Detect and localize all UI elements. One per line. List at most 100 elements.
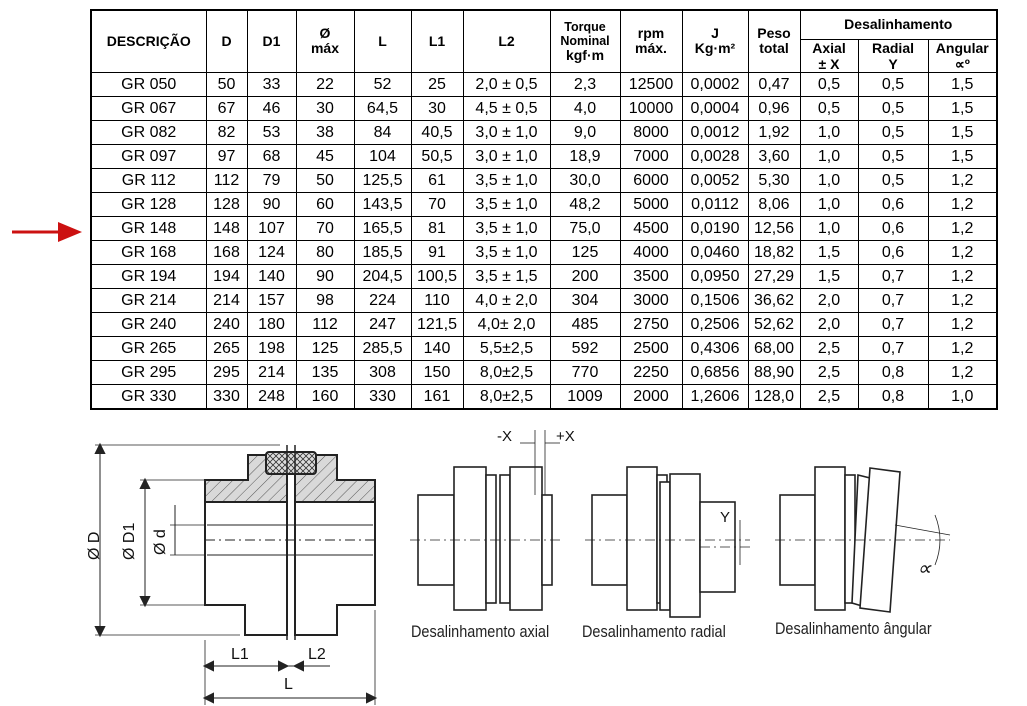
header-radial-line2: Y xyxy=(888,55,898,72)
header-l: L xyxy=(353,9,412,73)
header-diameter-symbol: Ø xyxy=(319,25,331,42)
header-descricao: DESCRIÇÃO xyxy=(90,9,207,73)
table-cell: 185,5 xyxy=(353,239,412,265)
table-cell: 6000 xyxy=(619,167,683,193)
table-cell: 30 xyxy=(410,95,464,121)
table-cell: GR 128 xyxy=(90,191,207,217)
table-cell: 1,2 xyxy=(927,263,998,289)
table-cell: 1,0 xyxy=(927,383,998,409)
table-cell: 0,6856 xyxy=(681,359,749,385)
table-cell: 98 xyxy=(295,287,355,313)
angular-misalignment-diagram xyxy=(775,466,951,613)
table-cell: 52 xyxy=(353,71,412,97)
table-cell: 161 xyxy=(410,383,464,409)
table-cell: 36,62 xyxy=(747,287,801,313)
header-torque-unit: kgf·m xyxy=(565,47,605,64)
table-cell: 97 xyxy=(205,143,248,169)
table-cell: 1,2 xyxy=(927,215,998,241)
header-axial-line2: ± X xyxy=(818,55,840,72)
table-cell: 0,0002 xyxy=(681,71,749,97)
table-cell: GR 295 xyxy=(90,359,207,385)
table-cell: 84 xyxy=(353,119,412,145)
table-cell: 180 xyxy=(246,311,297,337)
table-cell: 104 xyxy=(353,143,412,169)
header-rpm: rpm máx. xyxy=(619,9,683,73)
table-cell: 45 xyxy=(295,143,355,169)
table-cell: 3,5 ± 1,5 xyxy=(462,263,551,289)
table-cell: 0,0460 xyxy=(681,239,749,265)
table-cell: GR 265 xyxy=(90,335,207,361)
coupling-section-view xyxy=(94,442,378,705)
table-cell: 0,4306 xyxy=(681,335,749,361)
table-cell: 46 xyxy=(246,95,297,121)
table-cell: 60 xyxy=(295,191,355,217)
header-peso: Peso total xyxy=(747,9,801,73)
table-cell: 4500 xyxy=(619,215,683,241)
table-cell: 91 xyxy=(410,239,464,265)
table-cell: GR 214 xyxy=(90,287,207,313)
table-cell: 0,5 xyxy=(857,167,929,193)
header-axial-line1: Axial xyxy=(812,39,846,56)
dim-l2-label: L2 xyxy=(308,646,326,663)
table-cell: 0,0052 xyxy=(681,167,749,193)
table-cell: 240 xyxy=(205,311,248,337)
table-cell: 770 xyxy=(549,359,621,385)
table-cell: 90 xyxy=(295,263,355,289)
table-cell: 25 xyxy=(410,71,464,97)
table-cell: 5,30 xyxy=(747,167,801,193)
table-cell: 53 xyxy=(246,119,297,145)
table-cell: GR 168 xyxy=(90,239,207,265)
table-cell: 485 xyxy=(549,311,621,337)
axial-misalignment-diagram xyxy=(410,430,560,611)
table-cell: 2,0 xyxy=(799,287,859,313)
table-cell: 0,7 xyxy=(857,263,929,289)
table-cell: 9,0 xyxy=(549,119,621,145)
header-angular: Angular ∝º xyxy=(927,38,998,73)
table-cell: 330 xyxy=(205,383,248,409)
table-cell: GR 330 xyxy=(90,383,207,409)
header-torque-line1: Torque xyxy=(564,20,606,35)
header-rpm-line1: rpm xyxy=(637,25,665,42)
table-cell: 100,5 xyxy=(410,263,464,289)
table-cell: 0,0004 xyxy=(681,95,749,121)
table-cell: 27,29 xyxy=(747,263,801,289)
table-cell: 4,0 xyxy=(549,95,621,121)
table-cell: 1,2 xyxy=(927,239,998,265)
table-cell: 248 xyxy=(246,383,297,409)
table-cell: 1,92 xyxy=(747,119,801,145)
table-cell: 140 xyxy=(410,335,464,361)
table-cell: 3500 xyxy=(619,263,683,289)
table-cell: 1,5 xyxy=(799,263,859,289)
table-cell: 2000 xyxy=(619,383,683,409)
dim-l1-label: L1 xyxy=(231,646,249,663)
table-cell: 0,96 xyxy=(747,95,801,121)
table-cell: 82 xyxy=(205,119,248,145)
table-cell: 7000 xyxy=(619,143,683,169)
table-cell: 2250 xyxy=(619,359,683,385)
table-cell: 2,0 ± 0,5 xyxy=(462,71,551,97)
table-cell: 0,6 xyxy=(857,215,929,241)
axial-minus-x-label: -X xyxy=(497,428,512,445)
table-cell: 3,0 ± 1,0 xyxy=(462,143,551,169)
table-cell: 4,0± 2,0 xyxy=(462,311,551,337)
table-cell: 247 xyxy=(353,311,412,337)
table-cell: 0,8 xyxy=(857,359,929,385)
table-cell: 330 xyxy=(353,383,412,409)
table-cell: 67 xyxy=(205,95,248,121)
table-cell: 38 xyxy=(295,119,355,145)
header-inertia-unit: Kg·m² xyxy=(694,40,736,57)
table-cell: 0,7 xyxy=(857,311,929,337)
header-torque-line2: Nominal xyxy=(560,34,610,49)
table-cell: 2,3 xyxy=(549,71,621,97)
table-cell: 81 xyxy=(410,215,464,241)
table-cell: 214 xyxy=(246,359,297,385)
table-cell: 1,5 xyxy=(799,239,859,265)
table-cell: 3,60 xyxy=(747,143,801,169)
table-cell: 5000 xyxy=(619,191,683,217)
header-d: D xyxy=(205,9,248,73)
table-cell: 79 xyxy=(246,167,297,193)
